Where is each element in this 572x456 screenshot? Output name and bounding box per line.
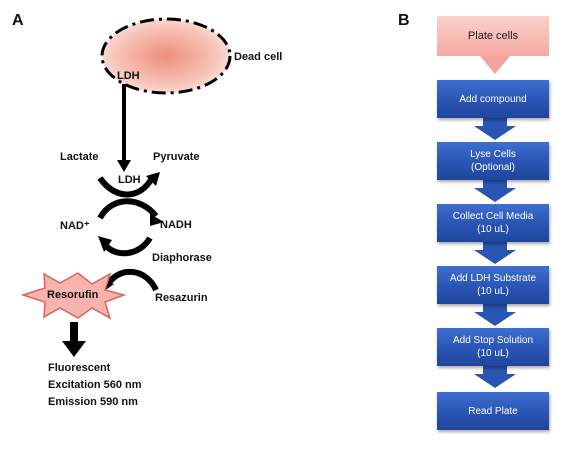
nad-plus-label: NAD⁺ (60, 220, 90, 232)
step-read-plate-text: Read Plate (468, 405, 518, 417)
ldh-enzyme-label: LDH (118, 174, 141, 186)
step-add-stop-solution-line2: (10 uL) (477, 348, 509, 359)
step-add-ldh-substrate: Add LDH Substrate (10 uL) (437, 266, 549, 304)
dead-cell-shape (100, 17, 232, 95)
resorufin-star (20, 272, 127, 320)
step-add-ldh-substrate-line1: Add LDH Substrate (449, 273, 537, 284)
lactate-label: Lactate (60, 151, 99, 163)
step-add-stop-solution-line1: Add Stop Solution (452, 335, 534, 346)
step-collect-media-line2: (10 uL) (477, 224, 509, 235)
resorufin-label: Resorufin (47, 289, 99, 301)
panel-b-letter: B (398, 12, 410, 29)
step-add-stop-solution: Add Stop Solution (10 uL) (437, 328, 549, 366)
resazurin-label: Resazurin (155, 292, 208, 304)
ldh-release-arrowhead (117, 160, 131, 172)
panel-a-letter: A (12, 12, 24, 29)
step-collect-media: Collect Cell Media (10 uL) (437, 204, 549, 242)
output-arrow-head (62, 341, 86, 357)
step-plate-cells-text: Plate cells (467, 29, 519, 42)
output-line-emission: Emission 590 nm (48, 396, 138, 408)
step-add-ldh-substrate-line2: (10 uL) (477, 286, 509, 297)
step-lyse-cells: Lyse Cells (Optional) (437, 142, 549, 180)
nadh-label: NADH (160, 219, 192, 231)
fluorescence-output: Fluorescent Excitation 560 nm Emission 5… (48, 360, 142, 411)
ldh-reaction-arrows (97, 172, 164, 226)
diaphorase-label: Diaphorase (152, 252, 212, 264)
step-lyse-cells-line2: (Optional) (471, 162, 515, 173)
output-line-excitation: Excitation 560 nm (48, 379, 142, 391)
output-line-fluorescent: Fluorescent (48, 362, 111, 374)
step-plate-cells: Plate cells (437, 16, 549, 56)
output-arrow-shaft (70, 322, 78, 342)
step-read-plate: Read Plate (437, 392, 549, 430)
ldh-in-cell-label: LDH (117, 70, 140, 82)
dead-cell-label: Dead cell (234, 51, 283, 63)
step-add-compound-text: Add compound (459, 93, 527, 105)
step-add-compound: Add compound (437, 80, 549, 118)
flow-connector-arrows (474, 56, 516, 388)
pyruvate-label: Pyruvate (153, 151, 200, 163)
step-lyse-cells-line1: Lyse Cells (470, 149, 516, 160)
step-collect-media-line1: Collect Cell Media (452, 211, 534, 222)
